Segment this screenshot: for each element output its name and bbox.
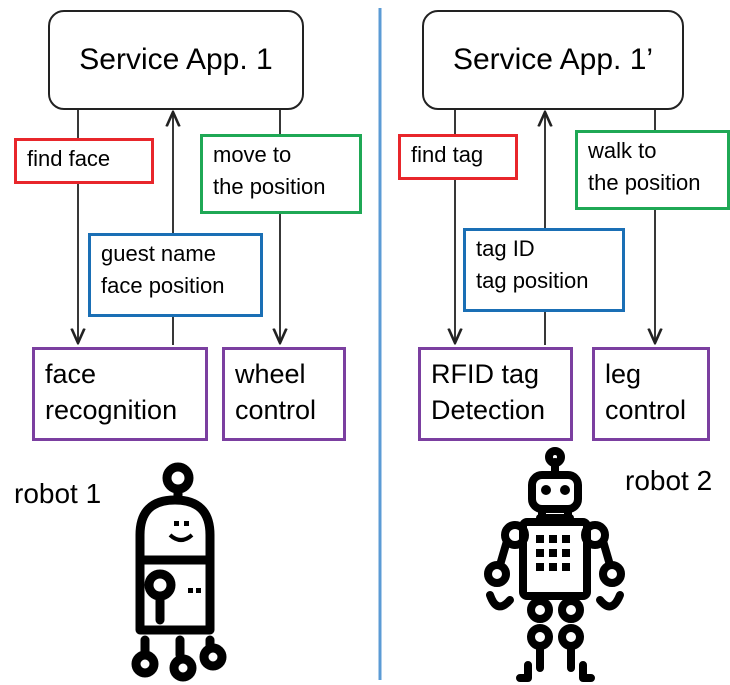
module-rfid-detection: RFID tag Detection: [418, 347, 573, 441]
module-3-line-2: Detection: [431, 395, 546, 425]
cmd-find-face: find face: [14, 138, 154, 184]
module-2-line-1: wheel: [235, 359, 306, 389]
result-line-1: guest name: [101, 241, 216, 266]
result-line-2: face position: [101, 273, 225, 298]
result-tag-info: tag ID tag position: [463, 228, 625, 312]
module-leg-control: leg control: [592, 347, 710, 441]
cmd-walk-line-1: walk to: [588, 138, 657, 163]
result-tag-line-2: tag position: [476, 268, 589, 293]
cmd-find-face-text: find face: [27, 146, 111, 171]
result-tag-line-1: tag ID: [476, 236, 535, 261]
cmd-move-line-1: move to: [213, 142, 292, 167]
robot-1-label: robot 1: [14, 478, 102, 509]
module-3-line-1: RFID tag: [431, 359, 540, 389]
module-1-line-2: recognition: [45, 395, 178, 425]
service-app-1-box: Service App. 1: [48, 10, 304, 110]
cmd-move-to: move to the position: [200, 134, 362, 214]
module-2-line-2: control: [235, 395, 317, 425]
service-app-1-prime-box: Service App. 1’: [422, 10, 684, 110]
cmd-find-tag: find tag: [398, 134, 518, 180]
module-4-line-2: control: [605, 395, 687, 425]
module-face-recognition: face recognition: [32, 347, 208, 441]
cmd-walk-line-2: the position: [588, 170, 701, 195]
cmd-move-line-2: the position: [213, 174, 326, 199]
module-1-line-1: face: [45, 359, 97, 389]
module-4-line-1: leg: [605, 359, 642, 389]
robot-2-label: robot 2: [625, 465, 713, 496]
module-wheel-control: wheel control: [222, 347, 346, 441]
result-guest-info: guest name face position: [88, 233, 263, 317]
cmd-find-tag-text: find tag: [411, 142, 484, 167]
cmd-walk-to: walk to the position: [575, 130, 730, 210]
